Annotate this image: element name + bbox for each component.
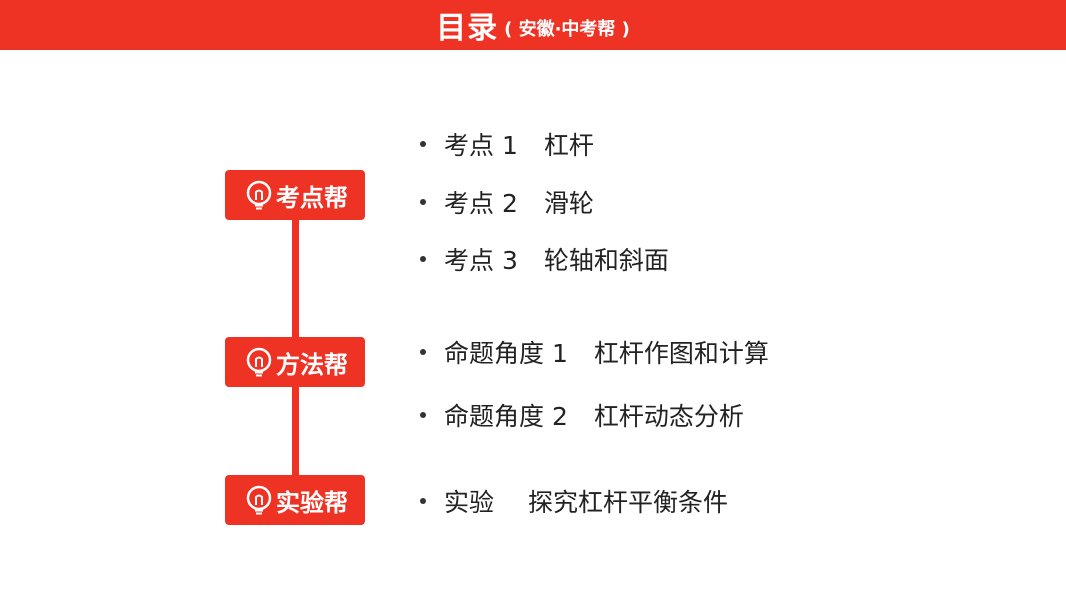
lightbulb-icon xyxy=(246,347,272,377)
bullet-dot xyxy=(420,349,426,355)
item-text: 探究杠杆平衡条件 xyxy=(528,488,729,517)
page-title: 目录 xyxy=(436,11,499,46)
item-number: 考点 2 xyxy=(444,189,518,218)
tag-label: 方法帮 xyxy=(276,350,348,379)
toc-item[interactable]: 实验 探究杠杆平衡条件 xyxy=(420,483,728,519)
toc-item[interactable]: 命题角度 2 杠杆动态分析 xyxy=(420,397,744,433)
bullet-dot xyxy=(420,256,426,262)
bullet-dot xyxy=(420,412,426,418)
tag-fangfabang[interactable]: 方法帮 xyxy=(225,337,365,387)
toc-item[interactable]: 考点 1 杠杆 xyxy=(420,126,594,162)
header-bar: 目录 ( 安徽·中考帮 ) xyxy=(0,0,1066,50)
item-text: 杠杆动态分析 xyxy=(593,402,744,431)
item-number: 命题角度 2 xyxy=(444,402,568,431)
item-number: 考点 3 xyxy=(444,246,518,275)
toc-item[interactable]: 考点 3 轮轴和斜面 xyxy=(420,241,669,277)
item-number: 考点 1 xyxy=(444,131,518,160)
lightbulb-icon xyxy=(246,180,272,210)
item-text: 杠杆作图和计算 xyxy=(593,339,769,368)
item-text: 轮轴和斜面 xyxy=(543,246,669,275)
lightbulb-icon xyxy=(246,485,272,515)
bullet-dot xyxy=(420,498,426,504)
toc-item[interactable]: 命题角度 1 杠杆作图和计算 xyxy=(420,334,769,370)
item-number: 命题角度 1 xyxy=(444,339,568,368)
bullet-dot xyxy=(420,141,426,147)
tag-label: 实验帮 xyxy=(276,488,348,517)
bullet-dot xyxy=(420,199,426,205)
item-number: 实验 xyxy=(444,488,495,517)
tag-label: 考点帮 xyxy=(276,183,348,212)
page-subtitle: ( 安徽·中考帮 ) xyxy=(504,19,630,40)
tag-shiyanbang[interactable]: 实验帮 xyxy=(225,475,365,525)
tag-kaodianbang[interactable]: 考点帮 xyxy=(225,170,365,220)
toc-item[interactable]: 考点 2 滑轮 xyxy=(420,184,594,220)
item-text: 杠杆 xyxy=(543,131,594,160)
item-text: 滑轮 xyxy=(543,189,594,218)
